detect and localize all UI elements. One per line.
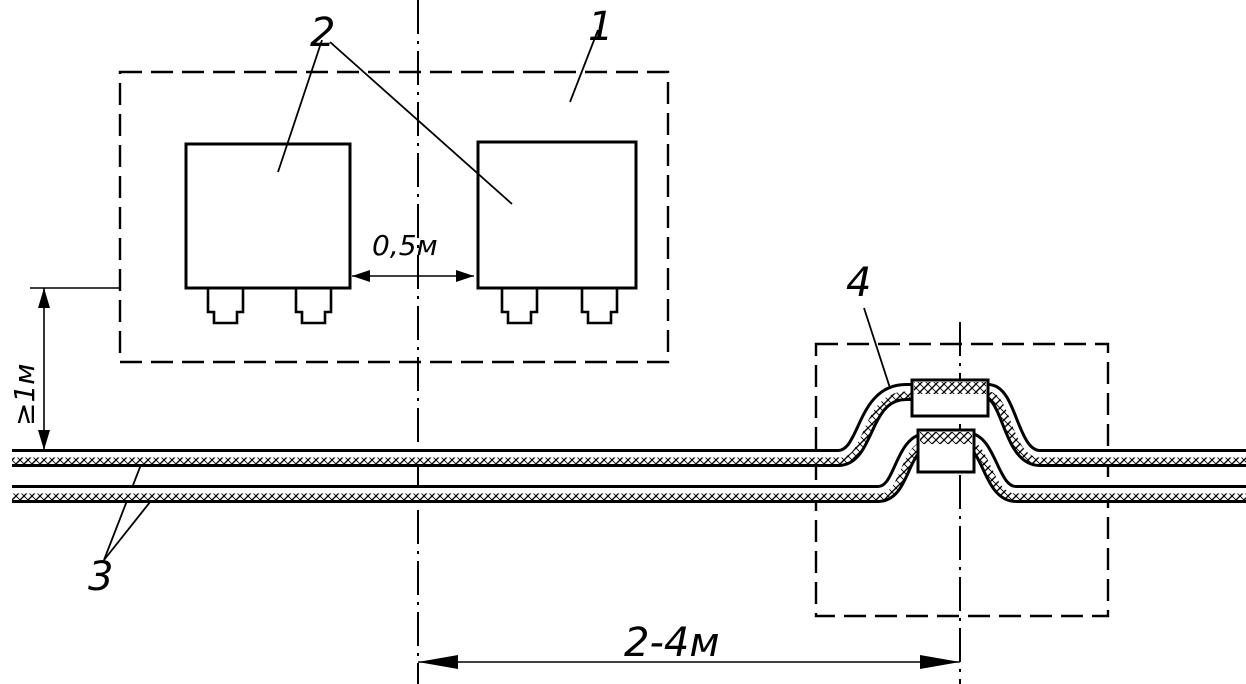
- leader-unit-left: [277, 39, 323, 173]
- enclosure-box: [118, 70, 670, 364]
- label-cables: 3: [88, 554, 113, 600]
- label-units: 2: [310, 10, 335, 56]
- leader-enclosure: [569, 29, 599, 103]
- unit-right: [476, 140, 638, 325]
- cable-lower: [12, 428, 1246, 503]
- leader-coupling: [863, 307, 891, 389]
- label-enclosure: 1: [588, 4, 613, 50]
- leader-unit-right: [329, 41, 513, 205]
- coupling-box: [814, 342, 1110, 618]
- gap-dimension: [352, 270, 474, 282]
- leader-cable-1: [103, 461, 143, 561]
- label-coupling: 4: [846, 260, 871, 306]
- cable-upper: [12, 378, 1246, 467]
- label-distance-min: ≥1м: [8, 364, 41, 426]
- label-gap: 0,5м: [372, 229, 438, 262]
- unit-left-foot-2: [294, 288, 333, 325]
- vertical-dimension: [30, 287, 120, 450]
- leader-cable-2: [103, 491, 159, 561]
- unit-right-foot-2: [580, 288, 619, 325]
- bottom-dimension: [418, 655, 960, 669]
- unit-left-foot-1: [206, 288, 245, 325]
- label-distance-range: 2-4м: [624, 620, 720, 666]
- unit-right-foot-1: [500, 288, 539, 325]
- unit-left: [184, 142, 352, 325]
